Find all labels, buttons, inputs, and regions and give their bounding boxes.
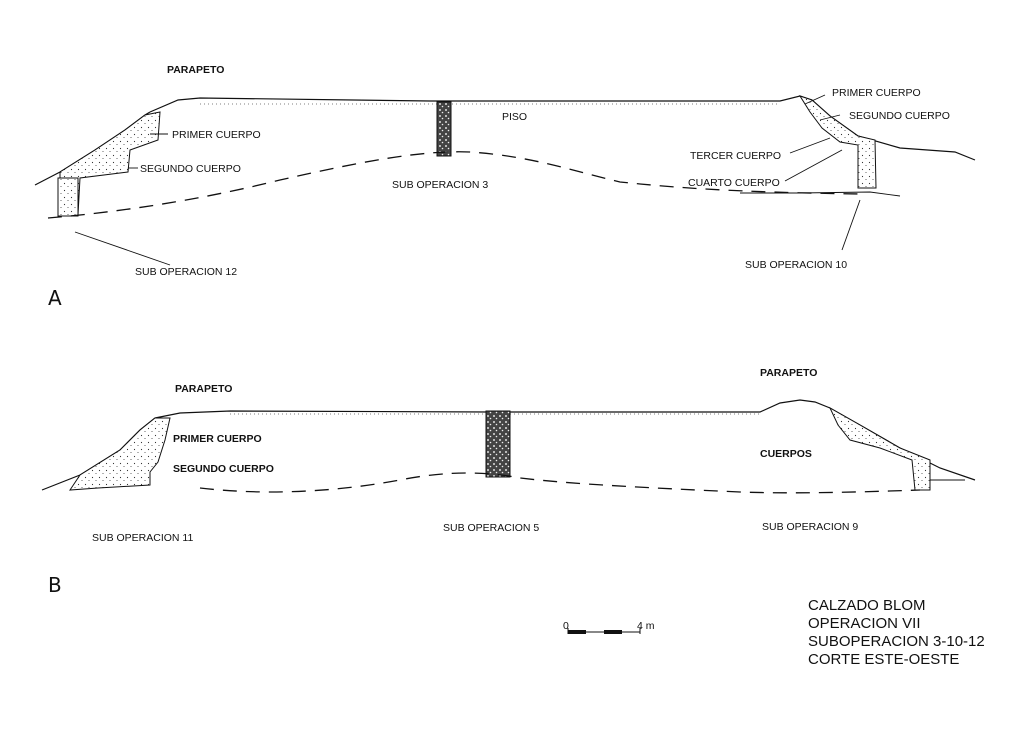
section-a-top-surface <box>149 95 976 161</box>
section-b-subsoil-line <box>199 472 921 494</box>
section-b-segundo-cuerpo-label: SEGUNDO CUERPO <box>173 463 274 475</box>
section-b-sub-operacion-5-label: SUB OPERACION 5 <box>443 522 539 534</box>
scale-bar-block-2 <box>604 630 622 634</box>
section-b-right-fill <box>828 406 931 491</box>
scale-bar-block-1 <box>568 630 586 634</box>
section-a-leader-segundo-right <box>819 114 841 121</box>
section-a-primer-cuerpo-left-label: PRIMER CUERPO <box>172 129 261 141</box>
title-line-4: CORTE ESTE-OESTE <box>808 651 959 668</box>
section-b-panel-label: B <box>48 573 62 597</box>
section-a-piso-label: PISO <box>502 111 527 123</box>
section-a-right-fill <box>798 95 877 189</box>
section-a-leader-cuarto <box>784 149 843 182</box>
section-a-sub12-pit <box>57 177 79 217</box>
section-a-panel-label: A <box>48 286 62 310</box>
section-b-parapeto-left-label: PARAPETO <box>175 383 232 395</box>
section-b-parapeto-right-label: PARAPETO <box>760 367 817 379</box>
section-a-ground-right <box>740 191 901 197</box>
scale-bar: 0 4 m <box>563 620 655 634</box>
section-b-sub5-pit <box>485 410 511 478</box>
scale-bar-start-label: 0 <box>563 620 569 632</box>
section-a-tercer-cuerpo-label: TERCER CUERPO <box>690 150 781 162</box>
section-a-primer-cuerpo-right-label: PRIMER CUERPO <box>832 87 921 99</box>
title-line-3: SUBOPERACION 3-10-12 <box>808 633 985 650</box>
title-block: CALZADO BLOM OPERACION VII SUBOPERACION … <box>808 597 985 668</box>
section-a-leader-primer-right <box>804 94 826 105</box>
title-line-2: OPERACION VII <box>808 615 921 632</box>
section-a-sub3-pit <box>436 101 452 157</box>
section-a-cuarto-cuerpo-label: CUARTO CUERPO <box>688 177 780 189</box>
section-a-segundo-cuerpo-right-label: SEGUNDO CUERPO <box>849 110 950 122</box>
section-b-primer-cuerpo-label: PRIMER CUERPO <box>173 433 262 445</box>
section-a: PARAPETO PRIMER CUERPO SEGUNDO CUERPO PI… <box>34 64 976 310</box>
section-b: PARAPETO PARAPETO PRIMER CUERPO SEGUNDO … <box>41 367 976 597</box>
section-b-left-fill <box>69 417 171 491</box>
section-b-sub-operacion-11-label: SUB OPERACION 11 <box>92 532 193 544</box>
section-a-leader-sub12 <box>74 231 171 266</box>
section-a-sub-operacion-12-label: SUB OPERACION 12 <box>135 266 237 278</box>
scale-bar-end-label: 4 m <box>637 620 655 632</box>
section-b-cuerpos-label: CUERPOS <box>760 448 812 460</box>
section-a-sub-operacion-10-label: SUB OPERACION 10 <box>745 259 847 271</box>
title-line-1: CALZADO BLOM <box>808 597 926 614</box>
section-a-sub-operacion-3-label: SUB OPERACION 3 <box>392 179 488 191</box>
section-a-segundo-cuerpo-left-label: SEGUNDO CUERPO <box>140 163 241 175</box>
section-a-parapeto-label: PARAPETO <box>167 64 224 76</box>
section-b-sub-operacion-9-label: SUB OPERACION 9 <box>762 521 858 533</box>
section-a-subsoil-line <box>47 151 861 219</box>
section-a-leader-sub10 <box>841 199 861 251</box>
section-a-leader-tercer <box>789 137 831 154</box>
